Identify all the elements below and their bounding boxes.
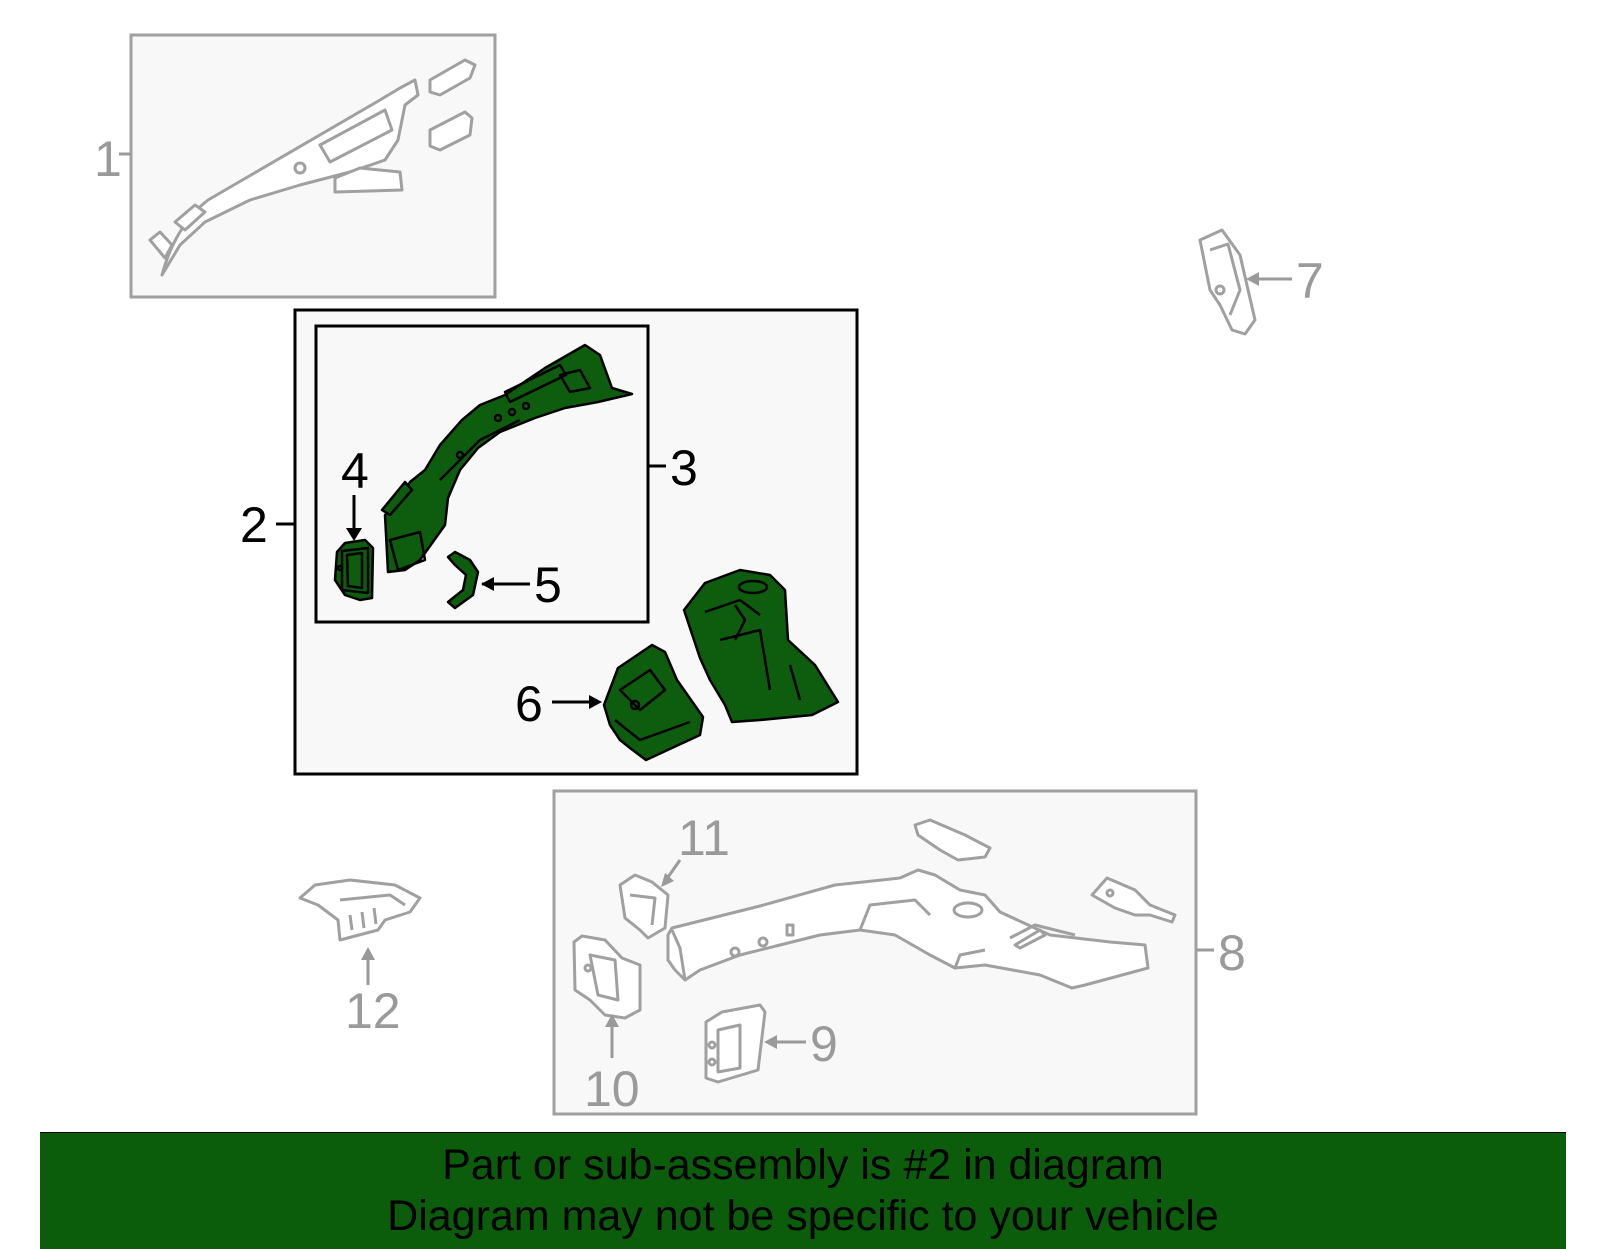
box-part-1: 1 — [94, 33, 497, 299]
part-7-group: 7 — [1198, 228, 1324, 336]
callout-12: 12 — [345, 983, 401, 1039]
callout-5: 5 — [534, 557, 562, 613]
callout-8: 8 — [1218, 925, 1246, 981]
gusset-bracket-part[interactable] — [1198, 228, 1257, 336]
callout-4: 4 — [341, 443, 369, 499]
wheelhouse-inner-panel-part[interactable] — [380, 343, 634, 574]
banner-line-1: Part or sub-assembly is #2 in diagram — [442, 1141, 1164, 1189]
bracket-part-5[interactable] — [446, 550, 480, 610]
box-part-8: 8 9 — [552, 789, 1246, 1117]
strut-tower-part[interactable] — [682, 568, 840, 724]
support-bracket-part-12[interactable] — [298, 878, 422, 942]
info-banner: Part or sub-assembly is #2 in diagram Di… — [40, 1132, 1566, 1249]
callout-10: 10 — [584, 1061, 640, 1117]
callout-7: 7 — [1296, 253, 1324, 309]
rail-reinforcement-part-9[interactable] — [704, 1003, 767, 1084]
banner-line-2: Diagram may not be specific to your vehi… — [387, 1192, 1219, 1240]
reinforcement-plate-part[interactable] — [333, 538, 375, 602]
rail-bracket-upper-part[interactable] — [913, 818, 992, 862]
callout-3: 3 — [670, 440, 698, 496]
rail-end-bracket-part[interactable] — [1090, 876, 1177, 924]
box-part-3: 3 4 — [314, 324, 698, 624]
callout-11: 11 — [678, 810, 730, 866]
rail-bracket-part-10[interactable] — [572, 934, 642, 1020]
small-bracket-part-11[interactable] — [618, 873, 670, 940]
callout-1: 1 — [94, 131, 122, 187]
box-part-2-assembly: 2 3 — [240, 308, 859, 776]
wheelhouse-lower-panel-part[interactable] — [602, 643, 705, 762]
callout-6: 6 — [515, 676, 543, 732]
wheelhouse-rail-upper-part[interactable] — [148, 58, 477, 277]
callout-9: 9 — [810, 1016, 838, 1072]
part-12-group: 12 — [298, 878, 422, 1039]
frame-rail-part[interactable] — [666, 868, 1150, 990]
callout-2: 2 — [240, 497, 268, 553]
